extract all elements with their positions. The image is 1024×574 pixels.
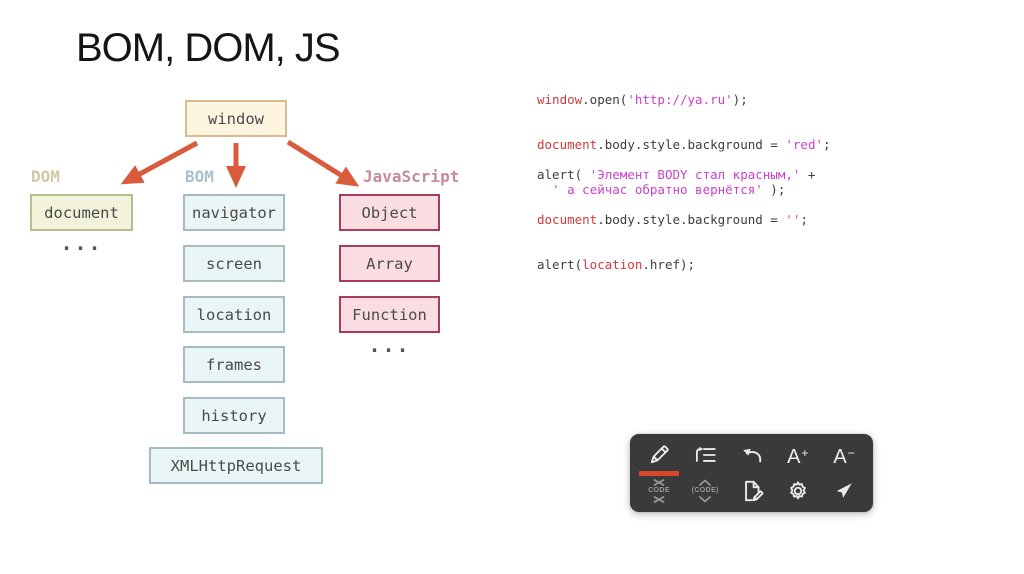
code-line: document.body.style.background = 'red'; [537, 137, 831, 152]
dom-ellipsis: ... [60, 231, 103, 255]
bom-dom-js-diagram: window DOM document ... BOM navigator sc… [0, 0, 500, 510]
active-tool-underline [639, 470, 679, 476]
js-ellipsis: ... [368, 333, 411, 357]
diagram-arrows [120, 139, 360, 188]
code-line: alert(location.href); [537, 257, 696, 272]
code-line: alert( 'Элемент BODY стал красным,' + [537, 167, 816, 182]
outline-list-button[interactable] [684, 437, 726, 473]
code-line [537, 122, 831, 137]
code-line: window.open('http://ya.ru'); [537, 92, 748, 107]
box-history: history [183, 397, 285, 434]
collapse-code-button[interactable]: CODE [638, 473, 680, 509]
pin-icon [836, 483, 852, 499]
expand-code-button[interactable]: (CODE) [684, 473, 726, 509]
box-location: location [183, 296, 285, 333]
box-array: Array [339, 245, 440, 282]
js-group-label: JavaScript [363, 167, 460, 186]
toolbar: A+ A− CODE (CODE) [630, 434, 873, 512]
code-line [537, 152, 831, 167]
font-increase-button[interactable]: A+ [777, 437, 819, 473]
toolbar-row-1: A+ A− [638, 437, 865, 476]
expand-code-icon: (CODE) [692, 479, 719, 503]
box-screen: screen [183, 245, 285, 282]
box-document: document [30, 194, 133, 231]
collapse-code-icon: CODE [648, 479, 670, 504]
dom-group-label: DOM [31, 167, 60, 186]
box-window: window [185, 100, 287, 137]
code-line: ' а сейчас обратно вернётся' ); [552, 182, 786, 197]
code-line [537, 242, 831, 257]
box-xmlhttprequest: XMLHttpRequest [149, 447, 323, 484]
bom-group-label: BOM [185, 167, 214, 186]
box-function: Function [339, 296, 440, 333]
settings-button[interactable] [777, 473, 819, 509]
toolbar-row-2: CODE (CODE) [638, 473, 865, 509]
note-edit-icon [744, 481, 763, 502]
box-object: Object [339, 194, 440, 231]
undo-button[interactable] [731, 437, 773, 473]
code-line: document.body.style.background = ''; [537, 212, 808, 227]
font-decrease-icon: A− [833, 445, 855, 468]
font-decrease-button[interactable]: A− [823, 437, 865, 473]
box-frames: frames [183, 346, 285, 383]
code-block: window.open('http://ya.ru'); document.bo… [537, 92, 831, 272]
note-edit-button[interactable] [731, 473, 773, 509]
page-title: BOM, DOM, JS [76, 26, 341, 70]
pencil-icon [650, 444, 669, 463]
code-line [537, 107, 831, 122]
arrow-window-to-js [286, 139, 360, 187]
pencil-button[interactable] [638, 437, 680, 476]
code-line [537, 227, 831, 242]
undo-icon [742, 448, 761, 463]
settings-gear-icon [789, 481, 806, 500]
code-line [537, 197, 831, 212]
pin-button[interactable] [823, 473, 865, 509]
outline-list-icon [696, 446, 716, 462]
arrow-window-to-dom [120, 140, 199, 185]
box-navigator: navigator [183, 194, 285, 231]
font-increase-icon: A+ [787, 445, 809, 468]
